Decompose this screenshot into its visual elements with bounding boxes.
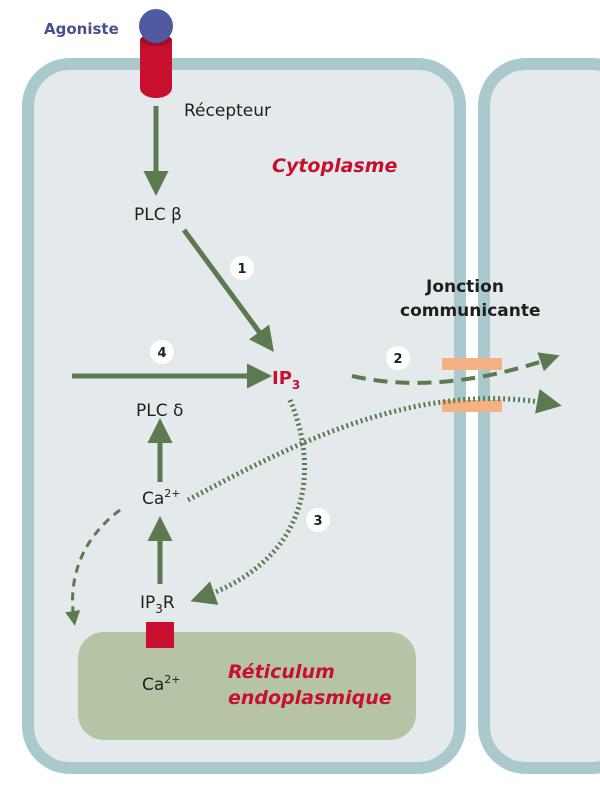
label-ca-cytosol: Ca2+ bbox=[142, 487, 181, 509]
step-number-1: 1 bbox=[237, 262, 246, 277]
step-circle-2 bbox=[386, 346, 410, 370]
agonist-ligand bbox=[139, 9, 173, 43]
label-agonist: Agoniste bbox=[44, 20, 119, 38]
label-plc-delta: PLC δ bbox=[136, 401, 183, 421]
arrow-ca-diffusion bbox=[65, 508, 121, 626]
label-cytoplasm: Cytoplasme bbox=[272, 155, 398, 177]
right-cell bbox=[478, 58, 600, 774]
arrow-ip3-through-junction bbox=[351, 352, 560, 385]
endoplasmic-reticulum bbox=[78, 632, 416, 740]
step-circle-3 bbox=[306, 508, 330, 532]
step-number-3: 3 bbox=[313, 514, 322, 529]
label-er-line1: Réticulum bbox=[228, 661, 335, 683]
receptor-bottom bbox=[140, 78, 172, 98]
gap-junction-bottom bbox=[442, 400, 502, 412]
arrow-ca-through-junction bbox=[186, 389, 562, 503]
label-ca-er: Ca2+ bbox=[142, 673, 181, 695]
left-cell bbox=[22, 58, 466, 774]
label-gap-junction-line1: Jonction bbox=[425, 277, 504, 297]
label-receptor: Récepteur bbox=[184, 101, 271, 121]
label-plc-beta: PLC β bbox=[134, 205, 182, 225]
ip3r-channel bbox=[146, 622, 174, 648]
label-gap-junction-line2: communicante bbox=[400, 301, 541, 321]
gap-junction-top bbox=[442, 358, 502, 370]
arrow-plcbeta-to-ip3 bbox=[181, 228, 274, 353]
step-circle-1 bbox=[230, 256, 254, 280]
label-ip3r: IP3R bbox=[140, 593, 175, 616]
label-er-line2: endoplasmique bbox=[228, 687, 392, 709]
step-number-4: 4 bbox=[157, 346, 166, 361]
label-ip3: IP3 bbox=[272, 368, 300, 392]
step-circle-4 bbox=[150, 340, 174, 364]
step-number-2: 2 bbox=[393, 352, 402, 367]
